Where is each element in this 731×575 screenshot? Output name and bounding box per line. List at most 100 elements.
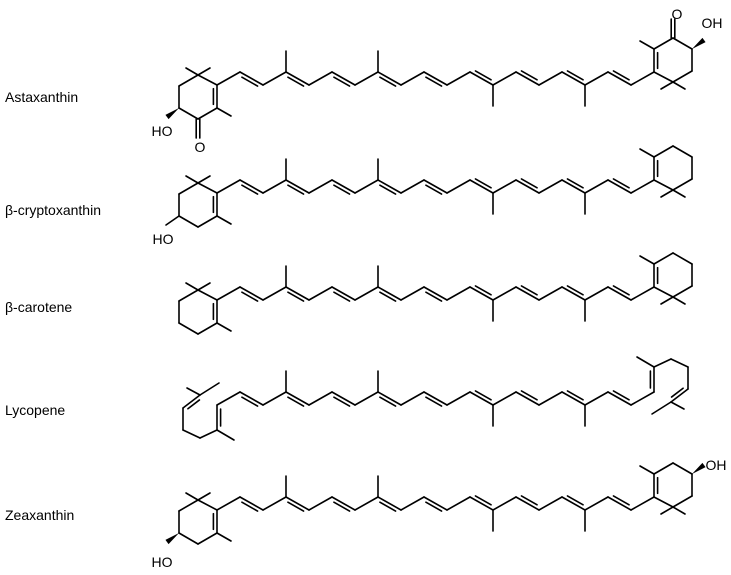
bond (672, 178, 693, 191)
bond (197, 182, 218, 194)
bond (660, 189, 674, 198)
bond (607, 179, 632, 194)
bond (660, 506, 674, 515)
bond (425, 396, 443, 407)
bond (612, 285, 630, 296)
bond (178, 182, 199, 195)
bond (377, 286, 402, 301)
bond (538, 286, 563, 301)
bond (354, 496, 379, 511)
bond (400, 179, 425, 194)
bond (639, 40, 655, 50)
bond (379, 184, 397, 195)
bond (285, 496, 310, 511)
bond (425, 501, 443, 512)
structure (165, 18, 706, 139)
bond (262, 286, 287, 301)
bond (287, 184, 305, 195)
bond (561, 179, 586, 194)
bond (566, 390, 584, 401)
bond (239, 179, 264, 194)
bond (630, 179, 655, 194)
atom-label-ho: HO (152, 123, 173, 139)
bond (607, 286, 632, 301)
molecule-label: β-cryptoxanthin (5, 202, 101, 218)
bond (538, 71, 563, 86)
bond (285, 391, 310, 406)
bond (660, 81, 674, 90)
bond (653, 358, 672, 368)
bond (178, 215, 199, 228)
bond (400, 71, 425, 86)
bond (199, 382, 220, 396)
bond (331, 71, 356, 86)
bond (469, 286, 494, 301)
bond (216, 429, 235, 441)
bond (612, 495, 630, 506)
bond (423, 71, 448, 86)
bond (425, 184, 443, 195)
bond (538, 391, 563, 406)
bond (630, 286, 655, 301)
bond (331, 496, 356, 511)
bond (566, 178, 584, 189)
bond (377, 179, 402, 194)
bond (639, 465, 655, 475)
bond (287, 396, 305, 407)
bond (197, 289, 218, 301)
bond (308, 391, 333, 406)
bond (672, 70, 693, 83)
bond (216, 496, 241, 511)
atom-label-o: O (672, 6, 683, 22)
bond (285, 71, 310, 86)
bond (520, 178, 538, 189)
bond (308, 286, 333, 301)
bond (287, 76, 305, 87)
bond (262, 71, 287, 86)
bond (672, 81, 686, 90)
bond (377, 391, 402, 406)
bond (287, 501, 305, 512)
bond (400, 286, 425, 301)
bond (446, 391, 471, 406)
molecule-beta-cryptoxanthin: β-cryptoxanthin HO (5, 145, 693, 247)
bond (285, 179, 310, 194)
bond (636, 356, 655, 368)
bond (561, 71, 586, 86)
bond (185, 282, 199, 291)
bond (379, 76, 397, 87)
bond (178, 74, 199, 87)
bond (197, 107, 218, 120)
bond (566, 70, 584, 81)
bond (187, 399, 201, 410)
bond (425, 291, 443, 302)
bond (612, 70, 630, 81)
bond (333, 184, 351, 195)
atom-label-ho: HO (153, 231, 174, 247)
bond (492, 496, 517, 511)
bond (216, 286, 241, 301)
molecule-label: Zeaxanthin (5, 507, 74, 523)
bond (379, 501, 397, 512)
molecule-label: β-carotene (5, 299, 72, 315)
bond (216, 71, 241, 86)
bond (469, 71, 494, 86)
bond (377, 496, 402, 511)
bond (474, 390, 492, 401)
bond (515, 496, 540, 511)
bond (672, 296, 686, 305)
bond (241, 76, 259, 87)
bond (515, 391, 540, 406)
bond (584, 179, 609, 194)
bond (630, 391, 655, 406)
bond (354, 179, 379, 194)
bond (377, 71, 402, 86)
structure (182, 356, 689, 441)
bond (515, 179, 540, 194)
bond (612, 390, 630, 401)
bond (670, 401, 685, 410)
bond (197, 492, 211, 501)
bond (287, 291, 305, 302)
bond (670, 388, 689, 403)
bond (239, 391, 264, 406)
